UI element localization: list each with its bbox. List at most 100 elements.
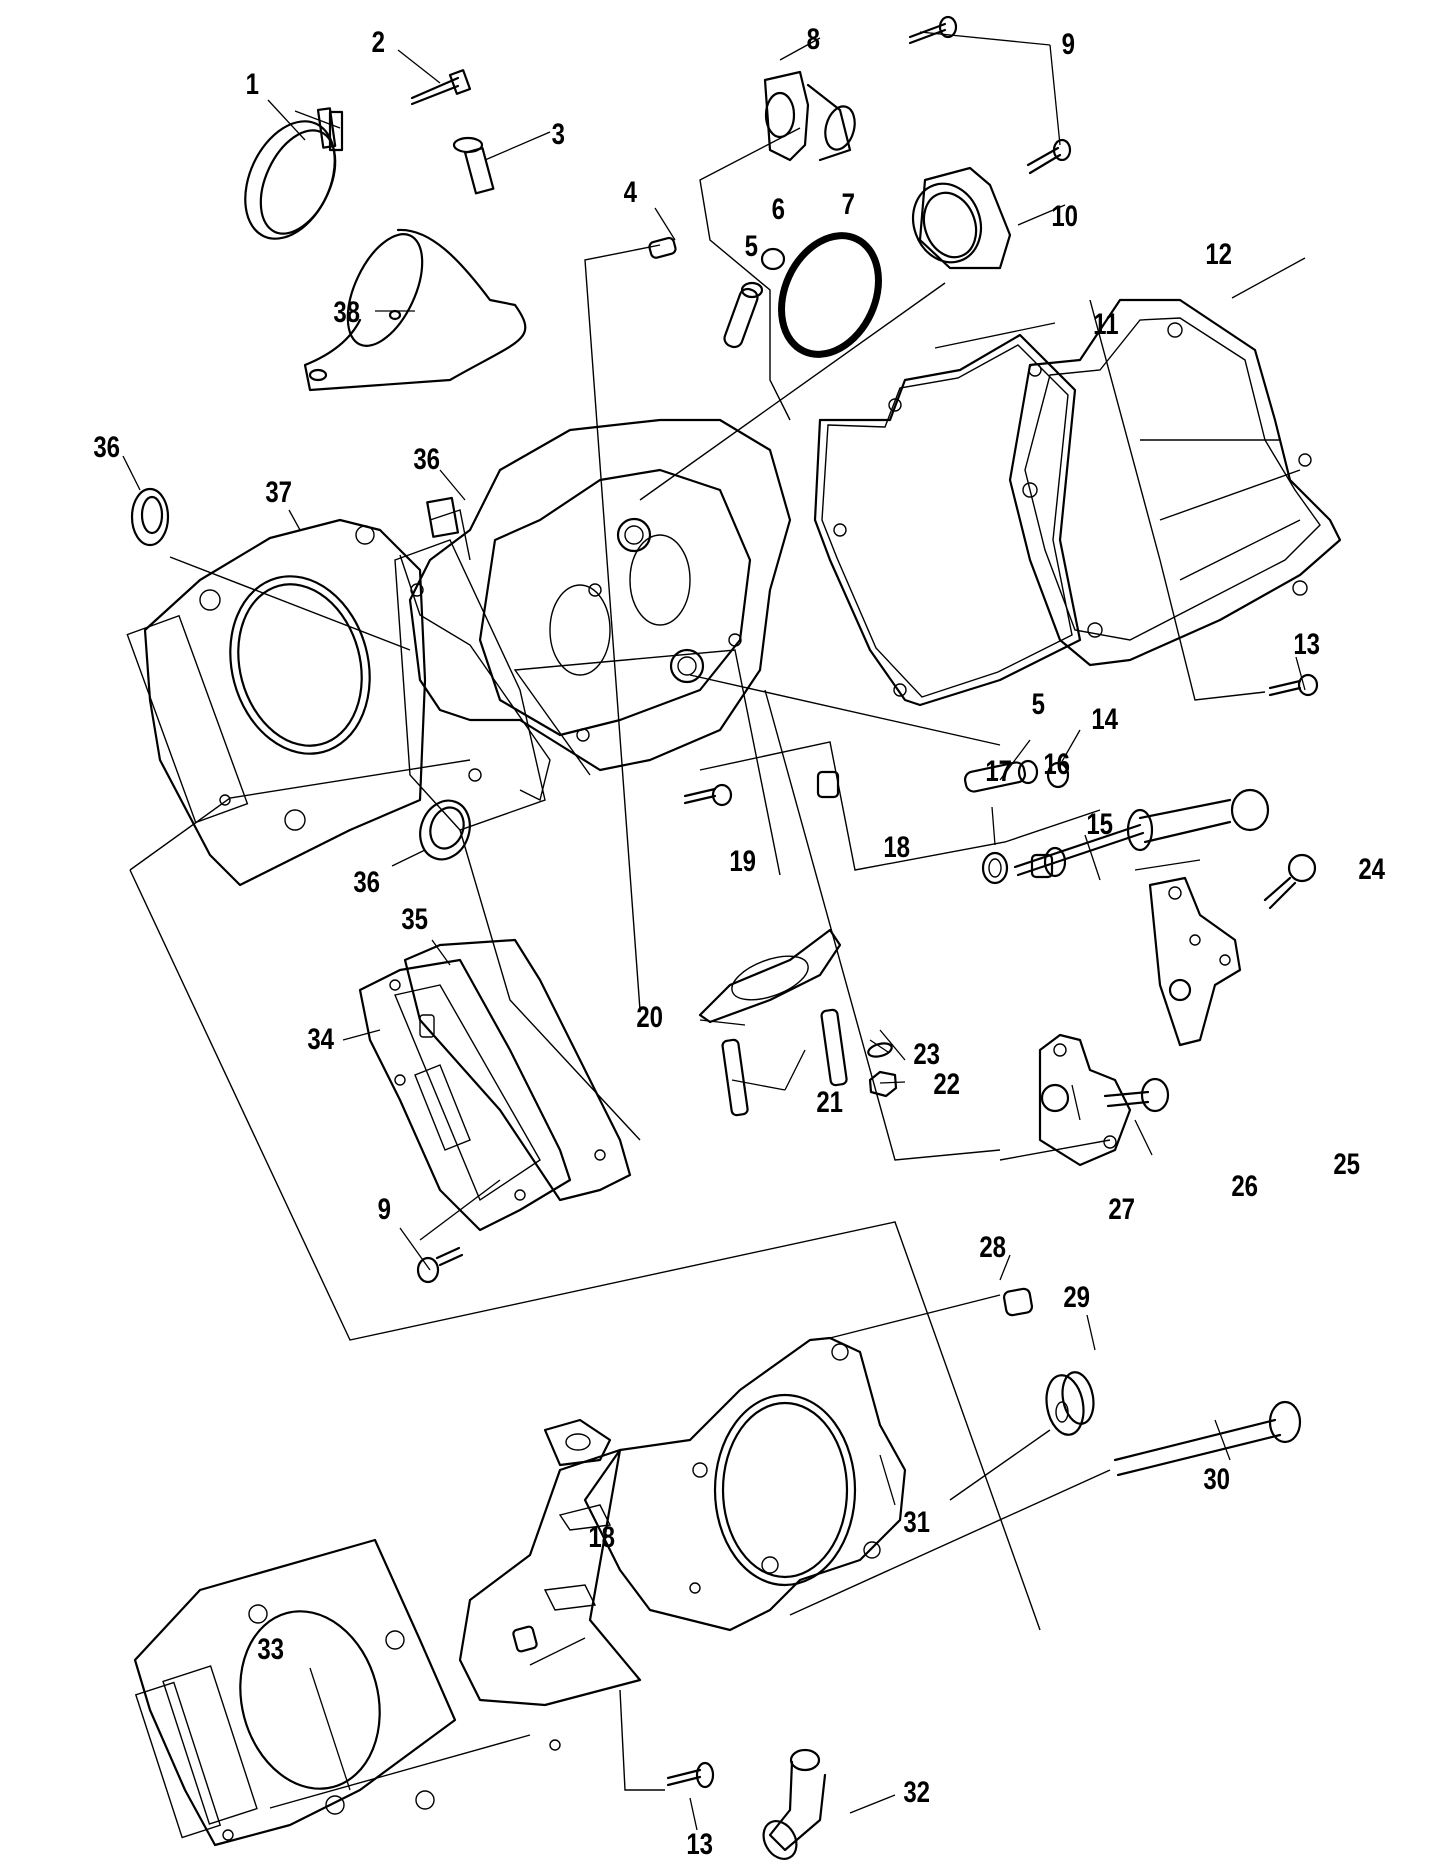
part-oil-seal-lower[interactable] [412, 794, 478, 867]
part-dowel[interactable] [648, 236, 677, 259]
callout-14[interactable]: 14 [1091, 703, 1119, 736]
part-side-cover-gasket[interactable] [403, 938, 632, 1202]
callout-35[interactable]: 35 [401, 903, 429, 936]
part-flange-bolt-upper[interactable] [908, 15, 1072, 175]
callout-2[interactable]: 2 [371, 26, 386, 59]
part-intake-screw[interactable] [452, 136, 495, 195]
part-valve-seal-lower[interactable] [1046, 761, 1070, 789]
part-side-cover-bolt[interactable] [416, 1246, 464, 1284]
part-head-bolt[interactable] [1013, 788, 1270, 877]
part-studs[interactable] [721, 1008, 848, 1117]
centerline-33 [269, 1734, 531, 1809]
callout-9-upper[interactable]: 9 [1061, 28, 1076, 61]
part-nut[interactable] [868, 1070, 898, 1098]
leader-26 [1071, 1084, 1081, 1121]
part-cylinder-bolt[interactable] [1113, 1400, 1302, 1477]
callout-20[interactable]: 20 [636, 1001, 664, 1034]
part-valve-guide-lower[interactable] [963, 759, 1039, 793]
part-lock-washer[interactable] [867, 1041, 893, 1059]
centerline-elbow [699, 127, 801, 421]
part-dowel-cap[interactable] [1002, 1287, 1034, 1317]
leader-3 [484, 131, 551, 161]
part-water-elbow[interactable] [757, 1748, 827, 1865]
callout-6[interactable]: 6 [771, 193, 786, 226]
callout-1[interactable]: 1 [245, 68, 260, 101]
part-valve-cover[interactable] [1008, 298, 1342, 667]
part-oil-seal-left[interactable] [130, 487, 170, 547]
centerline-cylinder [129, 869, 1041, 1631]
part-clamp-screw[interactable] [410, 69, 472, 106]
assembly-lines [129, 127, 1266, 1809]
part-plug[interactable] [1030, 846, 1067, 879]
callout-13-lower[interactable]: 13 [686, 1828, 714, 1861]
callout-28[interactable]: 28 [979, 1231, 1007, 1264]
leader-36c [391, 849, 426, 867]
centerline-28 [829, 1294, 1001, 1339]
part-valve-seal[interactable] [760, 247, 786, 271]
part-bracket-right[interactable] [1148, 876, 1242, 1047]
callout-37[interactable]: 37 [265, 476, 293, 509]
part-bracket-bolt-long[interactable] [1103, 1077, 1170, 1113]
callout-17[interactable]: 17 [985, 755, 1013, 788]
callout-26[interactable]: 26 [1231, 1170, 1259, 1203]
callout-36-mid[interactable]: 36 [413, 443, 441, 476]
part-base-gasket[interactable] [133, 1538, 457, 1847]
part-coolant-elbow[interactable] [763, 70, 859, 162]
part-o-ring[interactable] [763, 220, 897, 370]
part-cylinder-bolt-small[interactable] [666, 1761, 715, 1789]
part-head-gasket[interactable] [126, 518, 427, 887]
part-thermostat-housing[interactable] [902, 166, 1012, 272]
part-hose-clamp[interactable] [228, 107, 353, 253]
callout-16[interactable]: 16 [1043, 748, 1071, 781]
callout-9-lower[interactable]: 9 [377, 1193, 392, 1226]
part-cover-bolt-upper[interactable] [1268, 673, 1319, 697]
callout-21[interactable]: 21 [816, 1086, 844, 1119]
part-cylinder-head[interactable] [394, 418, 792, 831]
callout-29[interactable]: 29 [1063, 1281, 1091, 1314]
part-bracket-bolt[interactable] [1263, 853, 1317, 910]
callout-25[interactable]: 25 [1333, 1148, 1361, 1181]
callout-22[interactable]: 22 [933, 1068, 961, 1101]
callout-11[interactable]: 11 [1093, 308, 1119, 341]
part-valve-cover-gasket[interactable] [813, 333, 1082, 707]
part-bracket-left[interactable] [1038, 1033, 1132, 1167]
centerline-guide [689, 674, 1001, 746]
callout-36-lower[interactable]: 36 [353, 866, 381, 899]
centerline-29 [949, 1429, 1051, 1501]
callout-8[interactable]: 8 [806, 23, 821, 56]
callout-32[interactable]: 32 [903, 1776, 931, 1809]
callout-24[interactable]: 24 [1358, 853, 1386, 886]
callout-3[interactable]: 3 [551, 118, 566, 151]
callout-30[interactable]: 30 [1203, 1463, 1231, 1496]
callout-33[interactable]: 33 [257, 1633, 285, 1666]
callout-13-upper[interactable]: 13 [1293, 628, 1321, 661]
part-dowel-lower[interactable] [512, 1625, 538, 1653]
part-valve-guide-upper[interactable] [722, 281, 764, 349]
callout-18-upper[interactable]: 18 [883, 831, 911, 864]
callout-15[interactable]: 15 [1086, 808, 1114, 841]
callout-7[interactable]: 7 [841, 188, 856, 221]
callout-12[interactable]: 12 [1205, 238, 1233, 271]
callout-38[interactable]: 38 [333, 296, 361, 329]
callout-5-lower[interactable]: 5 [1031, 688, 1046, 721]
callout-31[interactable]: 31 [903, 1506, 931, 1539]
callout-36-left[interactable]: 36 [93, 431, 121, 464]
part-dowel-upper[interactable] [816, 770, 840, 799]
callout-19[interactable]: 19 [729, 845, 757, 878]
callout-34[interactable]: 34 [307, 1023, 335, 1056]
part-fitting[interactable] [1042, 1370, 1097, 1438]
part-side-cover[interactable] [358, 958, 606, 1232]
part-washer[interactable] [981, 851, 1009, 885]
callout-10[interactable]: 10 [1051, 200, 1079, 233]
callout-23[interactable]: 23 [913, 1038, 941, 1071]
part-cylinder[interactable] [458, 1336, 907, 1751]
callout-27[interactable]: 27 [1108, 1193, 1136, 1226]
part-exhaust-gasket[interactable] [698, 928, 842, 1024]
part-oil-seal-mid[interactable] [426, 496, 460, 538]
callout-18-lower[interactable]: 18 [588, 1521, 616, 1554]
callout-5-upper[interactable]: 5 [744, 230, 759, 263]
part-bolt-19[interactable] [683, 783, 733, 807]
leader-23 [869, 1039, 889, 1053]
part-intake-boot[interactable] [303, 223, 527, 392]
callout-4[interactable]: 4 [623, 176, 638, 209]
